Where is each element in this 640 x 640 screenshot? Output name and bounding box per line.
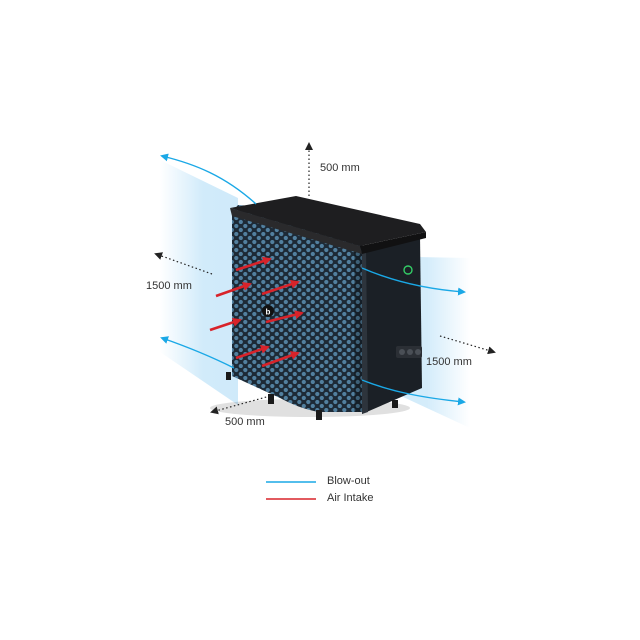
air-intake-arrow — [261, 351, 300, 368]
clearance-label-right: 1500 mm — [426, 356, 472, 368]
legend-air-intake-label: Air Intake — [327, 492, 374, 504]
unit-leg-front — [316, 410, 322, 420]
unit-mesh-edge — [346, 213, 362, 412]
clearance-label-top: 500 mm — [320, 162, 360, 174]
clearance-label-left: 1500 mm — [146, 280, 192, 292]
air-intake-arrow — [235, 256, 272, 272]
unit-lid-front-edge — [230, 208, 362, 254]
clearance-label-front: 500 mm — [225, 416, 265, 428]
air-intake-arrow — [265, 310, 304, 324]
unit-side-panel — [360, 236, 422, 414]
logo-badge-icon — [262, 305, 274, 317]
unit-connector-port — [415, 349, 421, 355]
clearance-arrow-right — [439, 335, 496, 355]
unit-connector-port — [399, 349, 405, 355]
air-intake-arrow — [209, 317, 242, 332]
unit-leg-right — [392, 400, 398, 408]
unit-leg-left — [268, 394, 274, 404]
unit-lid-top — [230, 196, 426, 246]
air-intake-arrow — [235, 345, 270, 360]
unit-connector-port — [407, 349, 413, 355]
logo-badge-letter: b — [266, 308, 271, 317]
unit-mesh-front — [232, 205, 362, 412]
blow-out-arrow-left-top — [160, 153, 257, 205]
status-led-icon — [403, 265, 413, 275]
blow-out-arrow-right-top — [361, 267, 466, 296]
unit-leg-back — [226, 372, 231, 380]
blow-out-arrow-left-bottom — [160, 336, 235, 369]
legend-blow-out-label: Blow-out — [327, 475, 370, 487]
blow-out-arrow-right-bottom — [361, 379, 466, 406]
air-intake-arrow — [215, 282, 252, 298]
air-intake-arrow — [261, 279, 300, 296]
unit-lid-side-edge — [360, 232, 426, 254]
